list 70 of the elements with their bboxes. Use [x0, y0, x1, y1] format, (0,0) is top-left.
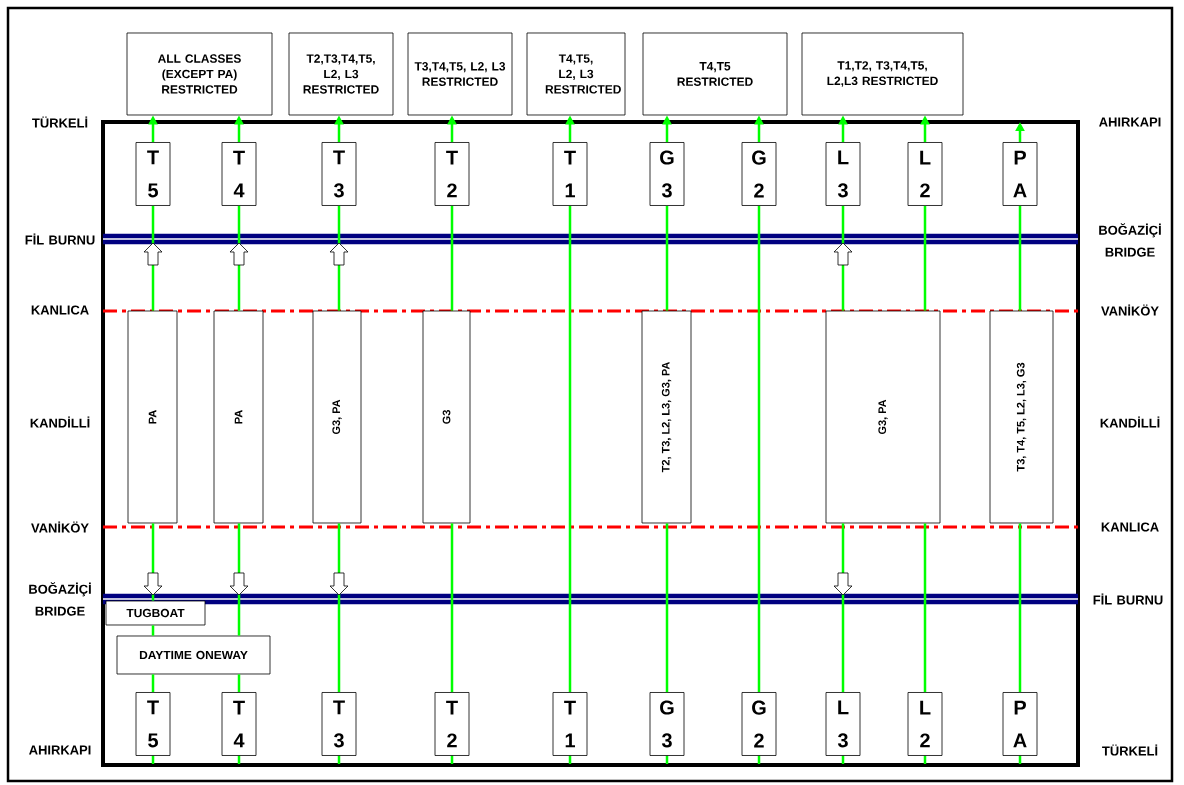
class-box: T 5	[135, 692, 171, 756]
lane-restriction-box: PA	[213, 310, 264, 524]
class-box: L 3	[825, 142, 861, 206]
note-box: DAYTIME ONEWAY	[116, 635, 271, 675]
lane-line	[665, 523, 669, 693]
class-box: L 2	[907, 142, 943, 206]
lane-line-with-direction-arrow	[833, 523, 853, 693]
class-box: T 1	[552, 142, 588, 206]
class-box: L 2	[907, 692, 943, 756]
lane-line-with-direction-arrow	[329, 205, 349, 311]
class-box: T 3	[321, 142, 357, 206]
lane-line-with-direction-arrow	[229, 523, 249, 636]
lane-line	[151, 625, 155, 636]
restriction-box: T1,T2, T3,T4,T5, L2,L3 RESTRICTED	[801, 32, 964, 116]
place-label: KANLICA	[31, 305, 89, 315]
restriction-box: ALL CLASSES (EXCEPT PA) RESTRICTED	[126, 32, 273, 116]
lane-line	[1018, 523, 1022, 693]
class-box: T 4	[221, 142, 257, 206]
lane-restriction-box: T2, T3, L2, L3, G3, PA	[641, 310, 692, 524]
lane-line	[237, 674, 241, 693]
lane-line	[568, 205, 572, 693]
class-box: L 3	[825, 692, 861, 756]
place-label: AHIRKAPI	[29, 745, 91, 755]
class-box: G 3	[649, 692, 685, 756]
lane-line	[923, 205, 927, 311]
restriction-box: T4,T5, L2, L3 RESTRICTED	[526, 32, 626, 116]
class-box: T 3	[321, 692, 357, 756]
place-label: KANDİLLİ	[30, 416, 90, 428]
place-label: KANLICA	[1101, 522, 1159, 532]
class-box: G 2	[741, 142, 777, 206]
class-box: P A	[1002, 142, 1038, 206]
place-label: BOĞAZİÇİ BRIDGE	[1099, 223, 1161, 257]
lane-restriction-box: T3, T4, T5, L2, L3, G3	[989, 310, 1054, 524]
class-box: G 3	[649, 142, 685, 206]
lane-line-with-direction-arrow	[143, 523, 163, 601]
lane-restriction-box: G3, PA	[312, 310, 362, 524]
place-label: AHIRKAPI	[1099, 117, 1161, 127]
class-box: G 2	[741, 692, 777, 756]
class-box: T 1	[552, 692, 588, 756]
class-box: T 4	[221, 692, 257, 756]
restriction-box: T3,T4,T5, L2, L3 RESTRICTED	[407, 32, 513, 116]
place-label: TÜRKELİ	[1102, 744, 1158, 756]
place-label: FİL BURNU	[1093, 593, 1163, 605]
lane-line	[151, 674, 155, 693]
class-box: T 2	[434, 142, 470, 206]
lane-line-with-direction-arrow	[833, 205, 853, 311]
lane-restriction-box: PA	[127, 310, 178, 524]
note-box: TUGBOAT	[105, 600, 206, 626]
restriction-box: T2,T3,T4,T5, L2, L3 RESTRICTED	[288, 32, 394, 116]
lane-line	[1018, 205, 1022, 311]
place-label: VANİKÖY	[1101, 304, 1159, 316]
lane-line-with-direction-arrow	[329, 523, 349, 693]
lane-line	[665, 205, 669, 311]
lane-line	[923, 523, 927, 693]
place-label: BOĞAZİÇİ BRIDGE	[29, 582, 91, 616]
place-label: FİL BURNU	[25, 233, 95, 245]
class-box: T 5	[135, 142, 171, 206]
class-box: P A	[1002, 692, 1038, 756]
restriction-box: T4,T5 RESTRICTED	[642, 32, 788, 116]
lane-line-with-direction-arrow	[229, 205, 249, 311]
lane-line	[757, 205, 761, 693]
place-label: TÜRKELİ	[32, 116, 88, 128]
lane-line-with-direction-arrow	[143, 205, 163, 311]
place-label: KANDİLLİ	[1100, 416, 1160, 428]
lane-line	[450, 205, 454, 311]
lane-restriction-box: G3	[422, 310, 471, 524]
class-box: T 2	[434, 692, 470, 756]
lane-line	[450, 523, 454, 693]
lane-restriction-box: G3, PA	[825, 310, 941, 524]
place-label: VANİKÖY	[31, 521, 89, 533]
